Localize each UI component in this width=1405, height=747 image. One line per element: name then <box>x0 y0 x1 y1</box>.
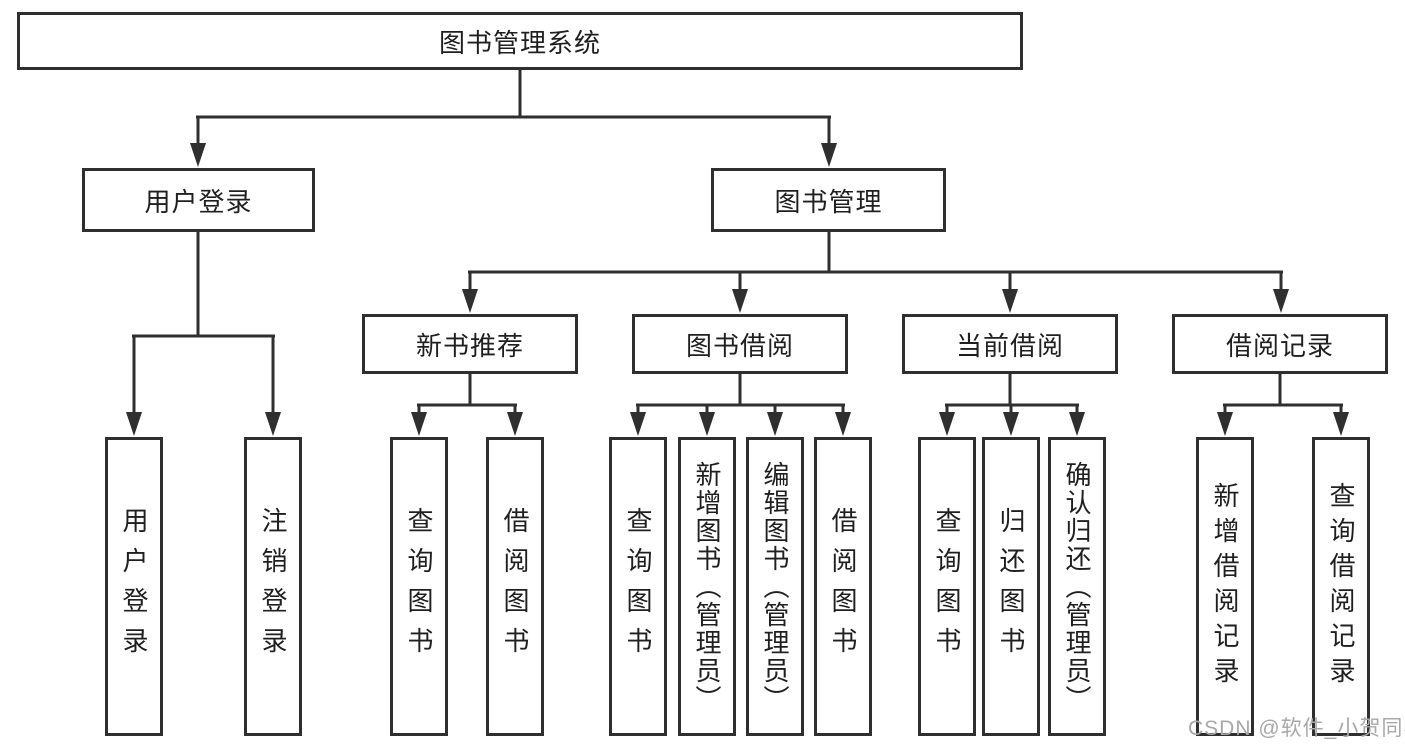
leaf-user-login: 用户登录 <box>105 437 163 736</box>
branch-borrow-records <box>1217 373 1349 436</box>
csdn-watermark: CSDN @软件_小贺同学 <box>1188 717 1405 740</box>
branch-book-borrow <box>630 373 851 436</box>
node-library-management-system: 图书管理系统 <box>17 12 1023 70</box>
leaf-add-book-admin: 新增图书（管理员） <box>678 437 736 736</box>
branch-current-borrow <box>939 373 1085 436</box>
node-borrow-records: 借阅记录 <box>1172 314 1388 374</box>
leaf-logout: 注销登录 <box>244 437 302 736</box>
node-user-login: 用户登录 <box>82 168 315 232</box>
branch-root <box>190 68 837 167</box>
branch-book-management <box>462 231 1289 313</box>
leaf-return-book: 归还图书 <box>982 437 1040 736</box>
leaf-add-borrow-record: 新增借阅记录 <box>1196 437 1254 736</box>
leaf-query-books-borrow: 查询图书 <box>609 437 667 736</box>
branch-user-login <box>126 231 281 436</box>
leaf-query-borrow-record: 查询借阅记录 <box>1312 437 1370 736</box>
leaf-borrow-books: 借阅图书 <box>814 437 872 736</box>
node-new-book-recommend: 新书推荐 <box>362 314 578 374</box>
node-book-borrow: 图书借阅 <box>632 314 848 374</box>
node-book-management: 图书管理 <box>711 168 946 232</box>
leaf-query-books-current: 查询图书 <box>918 437 976 736</box>
branch-new-book-recommend <box>411 373 523 436</box>
node-current-borrow: 当前借阅 <box>902 314 1118 374</box>
leaf-confirm-return-admin: 确认归还（管理员） <box>1048 437 1106 736</box>
leaf-edit-book-admin: 编辑图书（管理员） <box>746 437 804 736</box>
leaf-query-books-recommend: 查询图书 <box>390 437 448 736</box>
leaf-borrow-books-recommend: 借阅图书 <box>486 437 544 736</box>
